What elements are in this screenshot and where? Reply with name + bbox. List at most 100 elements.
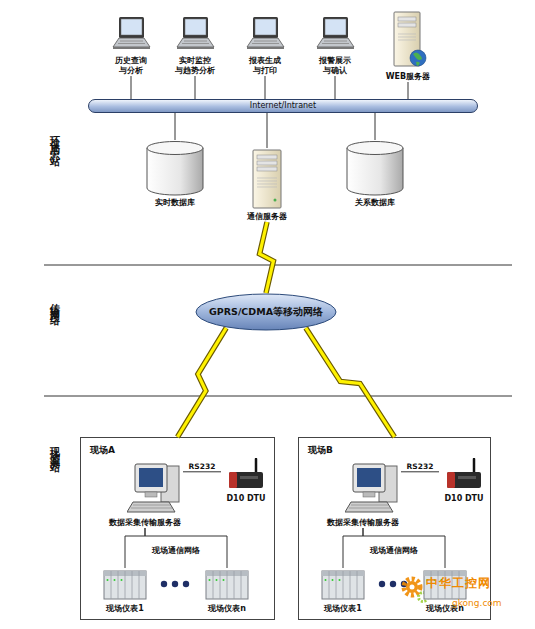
connector-line [175, 113, 176, 140]
bolt-outline [260, 222, 274, 293]
dtu-icon-use [229, 459, 263, 488]
mobile-network-ellipse: GPRS/CDMA等移动网络 [195, 293, 337, 331]
connector-line [183, 471, 221, 472]
site-box: 现场B数据采集传输服务器D10 DTU现场仪表1现场仪表n现场通信网络 [298, 437, 491, 620]
field-meter: 现场仪表n [197, 568, 257, 614]
node-label: 现场仪表1 [313, 604, 373, 614]
node-label: 数据采集传输服务器 [107, 518, 183, 528]
web-server: WEB服务器 [376, 10, 440, 82]
pc-icon-use [345, 464, 397, 512]
cyl-icon-use [347, 142, 403, 196]
laptop-icon-use [247, 17, 284, 49]
bolt-fill [178, 328, 227, 437]
edge-label: RS232 [189, 462, 216, 471]
bolt-fill [260, 222, 274, 293]
node-label: 历史查询 与分析 [107, 56, 155, 76]
node-label: 现场仪表n [197, 604, 257, 614]
cyl-icon [145, 140, 205, 196]
meter-icon [205, 568, 249, 602]
node-label: Internet/Intranet [89, 100, 477, 112]
client-laptop: 历史查询 与分析 [103, 16, 159, 76]
connector-line [343, 528, 363, 568]
database-cylinder: 关系数据库 [340, 140, 410, 208]
node-label: GPRS/CDMA等移动网络 [195, 306, 337, 318]
pc-icon [127, 462, 183, 516]
bolt-outline [178, 328, 227, 437]
laptop-icon [245, 16, 285, 54]
band-label: 环保局中心站 [48, 128, 60, 152]
dtu-device: D10 DTU [221, 458, 271, 504]
connector-line [408, 82, 409, 99]
srv-icon [248, 148, 286, 210]
node-label: 现场仪表1 [95, 604, 155, 614]
web-icon [388, 10, 428, 70]
node-label: 关系数据库 [340, 198, 410, 208]
site-heading: 现场A [90, 445, 115, 455]
pc-icon [345, 462, 401, 516]
node-label: WEB服务器 [376, 72, 440, 82]
site-box: 现场A 数据采集传输服务器 D10 DTU 现场仪表1 现场仪表n 现场通信网络 [80, 437, 275, 620]
watermark: 中华工控网 [426, 578, 491, 588]
database-cylinder: 实时数据库 [140, 140, 210, 208]
dtu-device: D10 DTU [439, 458, 489, 504]
connector-line [125, 528, 145, 568]
laptop-icon-use [317, 17, 354, 49]
connector-line [145, 528, 227, 568]
field-meter: 现场仪表1 [95, 568, 155, 614]
connector-line [267, 113, 268, 148]
wireless-bolt [178, 328, 227, 437]
client-laptop: 实时监控 与趋势分析 [167, 16, 223, 76]
connector-line [401, 471, 439, 472]
bolt-outline [306, 328, 395, 437]
acquisition-computer: 数据采集传输服务器 [107, 462, 183, 528]
watermark: gkong.com [452, 598, 502, 608]
node-label: 实时数据库 [140, 198, 210, 208]
site-heading: 现场B [308, 445, 333, 455]
field-meter: 现场仪表1 [313, 568, 373, 614]
network-bus: Internet/Intranet [88, 99, 478, 113]
connector-line [375, 113, 376, 140]
ellipsis-dots [161, 581, 407, 587]
ellipse-shape [196, 294, 336, 330]
edge-label: RS232 [407, 462, 434, 471]
laptop-icon [175, 16, 215, 54]
web-icon-use [394, 12, 426, 66]
connector-line [363, 528, 445, 568]
wireless-bolt [306, 328, 395, 437]
node-label: 报警展示 与确认 [311, 56, 359, 76]
laptop-icon-use [113, 17, 150, 49]
laptop-icon [111, 16, 151, 54]
meter-icon-use [104, 571, 146, 599]
node-label: 数据采集传输服务器 [325, 518, 401, 528]
acquisition-computer: 数据采集传输服务器 [325, 462, 401, 528]
laptop-icon-use [177, 17, 214, 49]
meter-icon-use [206, 571, 248, 599]
network-label: 现场通信网络 [370, 546, 418, 556]
band-label: 现场监测站 [48, 438, 60, 458]
connector-line [131, 76, 132, 99]
connector-line [195, 76, 196, 99]
node-label: 通信服务器 [235, 212, 299, 222]
client-laptop: 报表生成 与打印 [237, 16, 293, 76]
wireless-bolt [260, 222, 274, 293]
laptop-icon [315, 16, 355, 54]
bolt-fill [306, 328, 395, 437]
dtu-icon [226, 458, 266, 492]
network-label: 现场通信网络 [152, 546, 200, 556]
node-label: D10 DTU [439, 494, 489, 504]
connector-line [335, 76, 336, 99]
connector-line [265, 76, 266, 99]
meter-icon [103, 568, 147, 602]
cyl-icon [345, 140, 405, 196]
meter-icon-use [322, 571, 364, 599]
node-label: 报表生成 与打印 [241, 56, 289, 76]
meter-icon [321, 568, 365, 602]
band-separator [44, 396, 512, 397]
node-label: 实时监控 与趋势分析 [171, 56, 219, 76]
cyl-icon-use [147, 142, 203, 196]
band-separator [44, 265, 512, 266]
pc-icon-use [127, 464, 179, 512]
srv-icon-use [253, 150, 281, 208]
dtu-icon [444, 458, 484, 492]
